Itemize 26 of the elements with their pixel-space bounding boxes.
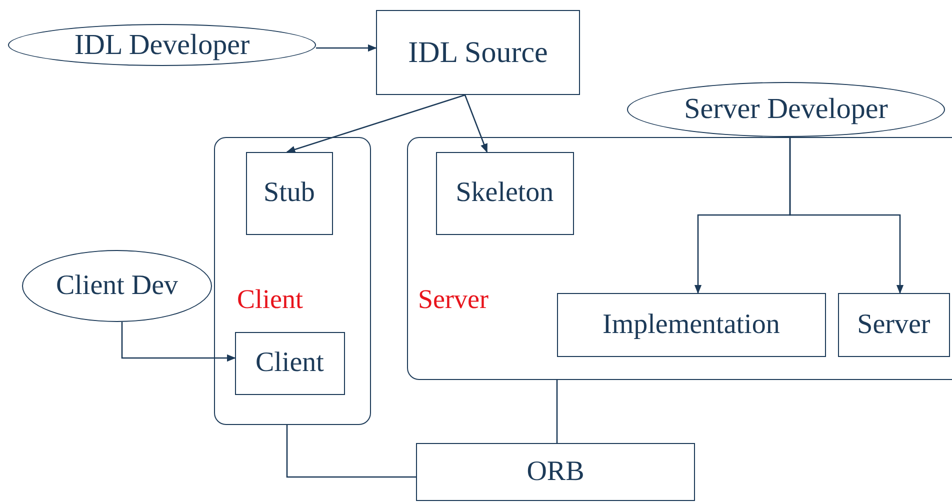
- component-box: [556, 292, 826, 357]
- node-label: ORB: [526, 458, 584, 486]
- node-label: Client: [255, 349, 324, 378]
- node-label: Stub: [264, 179, 315, 208]
- connector-arrow: [286, 94, 466, 153]
- node-label: IDL Developer: [74, 30, 250, 60]
- group-panel: [214, 137, 371, 425]
- node-label: Server Developer: [684, 95, 888, 124]
- component-box: [436, 152, 574, 235]
- group-title: Client: [237, 286, 303, 313]
- node-label: Client Dev: [56, 272, 178, 300]
- node-label: IDL Source: [408, 38, 548, 68]
- group-panel: [407, 137, 952, 380]
- component-box: [376, 10, 580, 95]
- component-box: [416, 443, 695, 501]
- component-box: [838, 292, 950, 357]
- connector-arrow: [121, 322, 236, 362]
- group-title: Server: [418, 286, 488, 313]
- component-box: [246, 152, 333, 235]
- connector-arrow: [789, 137, 904, 294]
- component-box: [234, 332, 345, 395]
- node-label: Server: [857, 310, 930, 339]
- node-label: Skeleton: [456, 179, 554, 208]
- connector-arrow: [316, 44, 377, 52]
- connector-arrow: [464, 94, 488, 153]
- node-label: Implementation: [602, 310, 780, 339]
